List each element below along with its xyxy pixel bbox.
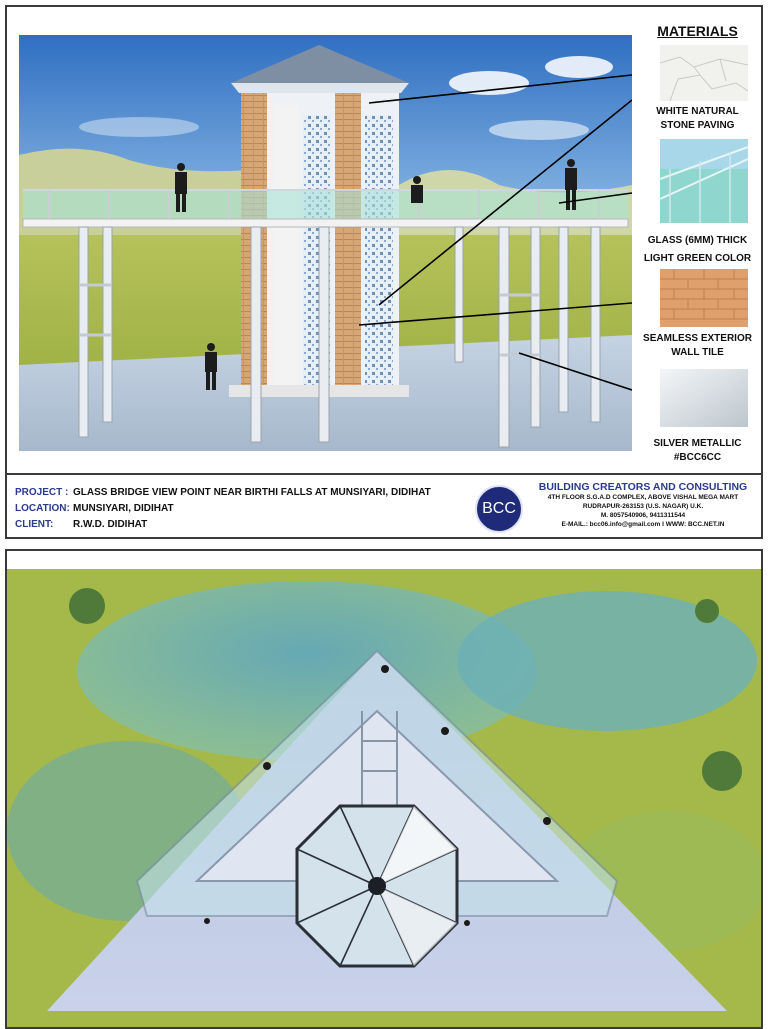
material-label-glass-2: LIGHT GREEN COLOR xyxy=(643,253,752,264)
material-label-tile-2: WALL TILE xyxy=(671,347,724,358)
aerial-render-image xyxy=(7,569,761,1027)
firm-address-1: 4TH FLOOR S.G.A.D COMPLEX, ABOVE VISHAL … xyxy=(547,494,739,501)
elevation-sheet: MATERIALS WHITE NATURAL STONE PAVING GLA… xyxy=(5,5,763,539)
material-label-silver-1: SILVER METALLIC xyxy=(653,438,742,449)
firm-address-2: RUDRAPUR-263153 (U.S. NAGAR) U.K. xyxy=(582,503,704,510)
material-label-silver-2: #BCC6CC xyxy=(673,452,722,463)
wall-tile-swatch xyxy=(660,269,748,327)
material-label-tile-1: SEAMLESS EXTERIOR xyxy=(643,333,752,344)
glass-swatch xyxy=(660,139,748,223)
title-block: PROJECT : GLASS BRIDGE VIEW POINT NEAR B… xyxy=(7,473,761,539)
elevation-render xyxy=(19,35,632,451)
project-key: PROJECT : xyxy=(15,487,69,498)
firm-phone: M. 8057540906, 9411311544 xyxy=(600,512,686,519)
stone-paving-swatch xyxy=(660,45,748,101)
project-name: GLASS BRIDGE VIEW POINT NEAR BIRTHI FALL… xyxy=(73,487,431,498)
firm-contact: E-MAIL.: bcc06.info@gmail.com I WWW: BCC… xyxy=(561,521,725,528)
firm-details: BUILDING CREATORS AND CONSULTING 4TH FLO… xyxy=(527,481,759,529)
aerial-render xyxy=(7,551,761,1027)
client-key: CLIENT: xyxy=(15,519,54,530)
silver-metallic-swatch xyxy=(660,369,748,427)
materials-title: MATERIALS xyxy=(657,23,738,39)
location-value: MUNSIYARI, DIDIHAT xyxy=(73,503,174,514)
elevation-render-image xyxy=(19,35,632,451)
material-label-glass-1: GLASS (6MM) THICK xyxy=(647,235,748,246)
material-label-stone-1: WHITE NATURAL xyxy=(656,106,739,117)
material-label-stone-2: STONE PAVING xyxy=(660,120,735,131)
materials-legend: MATERIALS WHITE NATURAL STONE PAVING GLA… xyxy=(635,15,760,463)
location-key: LOCATION: xyxy=(15,503,70,514)
bcc-logo: BCC xyxy=(475,485,523,533)
firm-name: BUILDING CREATORS AND CONSULTING xyxy=(538,481,748,493)
aerial-sheet xyxy=(5,549,763,1029)
client-value: R.W.D. DIDIHAT xyxy=(73,519,148,530)
